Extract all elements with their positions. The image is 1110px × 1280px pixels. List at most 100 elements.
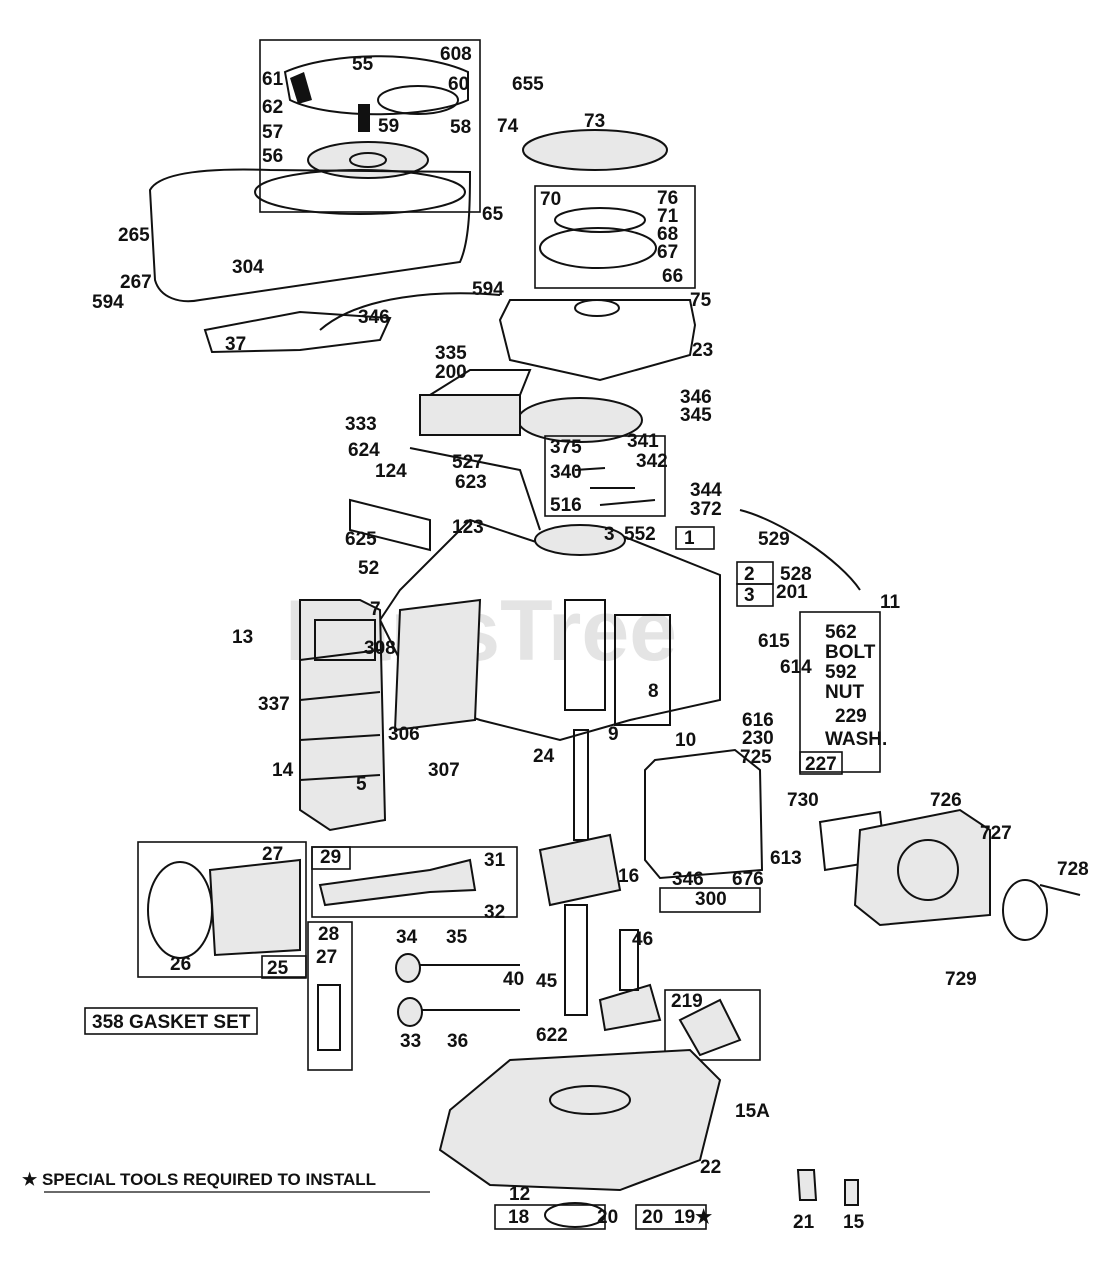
part-callout-335: 335 [435,343,467,364]
part-callout-124: 124 [375,461,407,482]
cylinder-block [378,518,721,742]
armature-coil [426,369,532,396]
part-callout-59: 59 [378,116,399,137]
piston-group [137,841,307,979]
gasket-set-box [84,1007,258,1035]
part-callout-655: 655 [512,74,544,95]
starter-pulley-hub [349,152,387,168]
part-callout-614: 614 [780,657,812,678]
connecting-rod-box [311,846,518,918]
hardware-line-6: WASH. [825,729,887,750]
part-callout-340: 340 [550,462,582,483]
part-callout-527: 527 [452,452,484,473]
part-callout-52: 52 [358,558,379,579]
part-callout-14: 14 [272,760,294,781]
part-callout-37: 37 [225,334,246,355]
part-callout-31: 31 [484,850,506,871]
muffler-body [644,748,764,880]
governor-assembly [678,998,742,1057]
flywheel-body [498,299,697,382]
part-callout-265: 265 [118,225,150,246]
part-callout-2: 2 [744,564,755,585]
part-callout-18: 18 [508,1207,529,1228]
part-callout-68: 68 [657,224,678,245]
part-callout-10: 10 [675,730,696,751]
part-callout-219: 219 [671,991,703,1012]
label-box-1 [675,526,715,550]
cylinder-head-gasket [393,598,482,732]
part-callout-333: 333 [345,414,377,435]
part-callout-594b: 594 [472,279,504,300]
hardware-box-number-text: 227 [805,754,837,775]
part-callout-9: 9 [608,724,619,745]
air-cleaner [818,808,1081,941]
oil-seal [544,1202,606,1228]
air-guide-plate [203,310,392,354]
part-callout-57: 57 [262,122,283,143]
starter-handle [377,85,459,115]
part-callout-36: 36 [447,1031,468,1052]
part-callout-15: 15 [843,1212,865,1233]
part-callout-27a: 27 [262,844,283,865]
part-callout-25: 25 [267,958,289,979]
rotating-screen [522,129,668,171]
part-callout-345: 345 [680,405,712,426]
engine-sump [438,1048,722,1230]
air-cleaner-screw [1039,884,1081,896]
spark-plug-wire [319,292,501,331]
part-callout-300: 300 [695,889,727,910]
part-callout-46: 46 [632,929,653,950]
part-callout-729: 729 [945,969,977,990]
breather-assembly [614,614,671,726]
part-callout-615: 615 [758,631,790,652]
part-callout-20b: 20 [642,1207,663,1228]
crankshaft-lower [564,904,588,1016]
part-callout-304: 304 [232,257,264,278]
connecting-rod-group [311,846,518,918]
flywheel [498,299,697,443]
part-callout-21: 21 [793,1212,815,1233]
hardware-box-number [799,751,843,775]
part-callout-27b: 27 [316,947,337,968]
part-callout-33: 33 [400,1031,421,1052]
part-callout-15a: 15A [735,1101,770,1122]
piston-pin-box [307,921,353,1071]
clutch-plate [554,207,646,233]
part-callout-725: 725 [740,747,772,768]
part-callout-267: 267 [120,272,152,293]
part-callout-728: 728 [1057,859,1089,880]
part-callout-60: 60 [448,74,469,95]
armature-laminations [419,394,521,436]
ignition-armature [319,292,532,436]
part-callout-201: 201 [776,582,808,603]
air-baffle [314,619,376,661]
muffler-deflector [644,748,764,913]
part-callout-337: 337 [258,694,290,715]
governor-link-arm [409,447,541,531]
part-callout-8: 8 [648,681,659,702]
part-callout-623: 623 [455,472,487,493]
part-callout-61: 61 [262,69,284,90]
part-callout-624: 624 [348,440,380,461]
part-callout-625: 625 [345,529,377,550]
crankshaft-shaft [573,729,589,841]
part-callout-613: 613 [770,848,802,869]
part-callout-7: 7 [370,599,381,620]
part-callout-40: 40 [503,969,524,990]
part-callout-306: 306 [388,724,420,745]
crankshaft [538,729,622,1016]
part-callout-13: 13 [232,627,253,648]
part-callout-45: 45 [536,971,558,992]
part-callout-58: 58 [450,117,471,138]
breather-cover [564,599,606,711]
part-callout-55: 55 [352,54,374,75]
part-callout-76: 76 [657,188,678,209]
intake-elbow [349,498,431,552]
connecting-rod [318,858,477,907]
part-callout-67: 67 [657,242,678,263]
hardware-line-5: 229 [835,706,867,727]
part-callout-1: 1 [684,528,695,549]
drain-plug-15 [844,1179,859,1206]
part-callout-34: 34 [396,927,418,948]
